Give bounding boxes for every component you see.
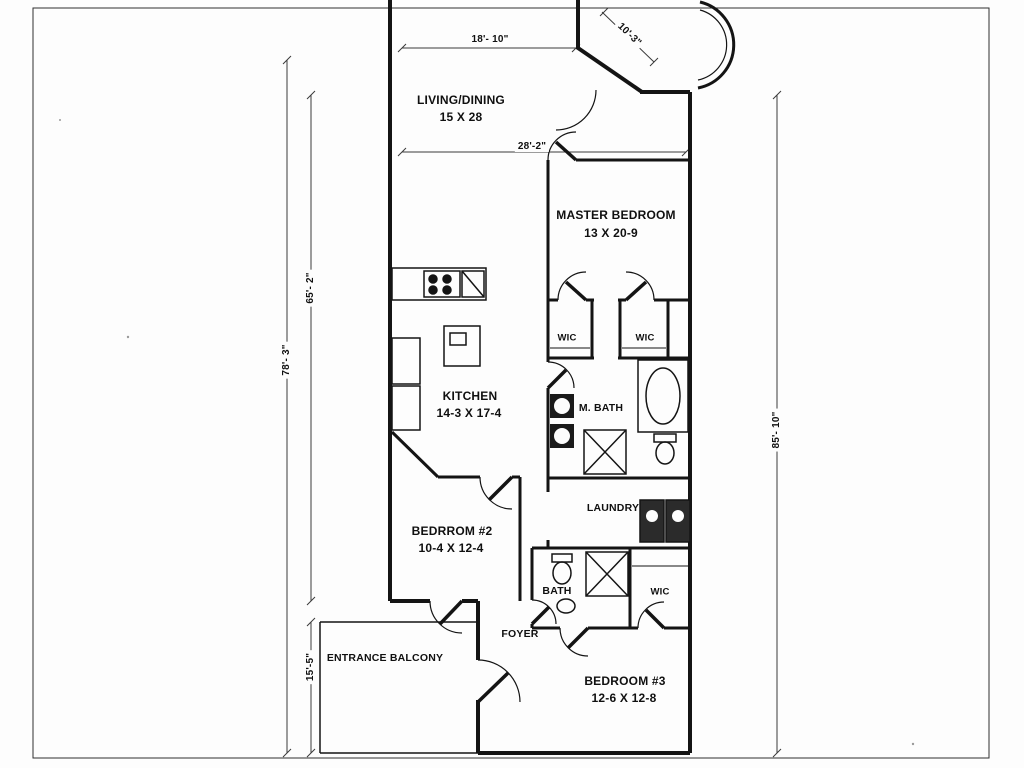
room-dims-bedroom-2: 10-4 X 12-4 — [418, 541, 484, 555]
bath2-toilet — [551, 553, 573, 585]
room-label-foyer: FOYER — [501, 627, 539, 640]
dim-right-height: 85'- 10" — [771, 408, 782, 452]
room-label-wic-master-right: WIC — [635, 332, 655, 344]
dim-balcony-height: 15'-5" — [305, 649, 316, 685]
room-label-bedroom-3: BEDROOM #3 — [584, 674, 666, 688]
page-border — [32, 7, 990, 759]
room-label-wic-master-left: WIC — [557, 332, 577, 344]
room-dims-living-dining: 15 X 28 — [439, 110, 483, 124]
room-label-laundry: LAUNDRY — [586, 501, 640, 514]
scan-specks — [59, 119, 915, 746]
turret-bay — [697, 0, 736, 90]
room-label-entrance-balcony: ENTRANCE BALCONY — [326, 651, 444, 664]
kitchen-cabinets — [391, 337, 421, 431]
room-label-living-dining: LIVING/DINING — [417, 93, 505, 107]
room-dims-bedroom-3: 12-6 X 12-8 — [591, 691, 657, 705]
closet-details — [550, 347, 690, 567]
dim-left-outer-height: 78'- 3" — [281, 341, 292, 379]
kitchen-counter — [391, 267, 487, 301]
room-label-master-bath: M. BATH — [578, 401, 624, 414]
laundry-appliances — [639, 499, 691, 543]
room-dims-master-bedroom: 13 X 20-9 — [584, 226, 638, 240]
room-label-bedroom-2: BEDRROM #2 — [411, 524, 493, 538]
door-leaves — [438, 140, 666, 704]
bath2-shower — [585, 551, 629, 597]
master-tub — [637, 359, 689, 433]
exterior-walls — [388, 0, 692, 755]
interior-walls — [390, 158, 690, 630]
dimension-lines — [282, 7, 782, 758]
room-dims-kitchen: 14-3 X 17-4 — [436, 406, 502, 420]
master-toilet — [653, 433, 677, 465]
room-label-kitchen: KITCHEN — [442, 389, 498, 403]
balcony-railing — [319, 621, 478, 754]
room-label-master-bedroom: MASTER BEDROOM — [556, 208, 676, 222]
room-label-wic-bedroom-3: WIC — [650, 586, 670, 598]
kitchen-island — [443, 325, 481, 367]
dim-living-width: 28'-2" — [514, 142, 550, 152]
master-vanity-sinks — [550, 394, 574, 448]
room-label-bath-2: BATH — [542, 584, 572, 597]
dim-left-inner-height: 65'- 2" — [305, 269, 316, 307]
bath2-sink — [556, 598, 576, 614]
master-shower — [583, 429, 627, 475]
dim-top-width: 18'- 10" — [468, 35, 512, 45]
